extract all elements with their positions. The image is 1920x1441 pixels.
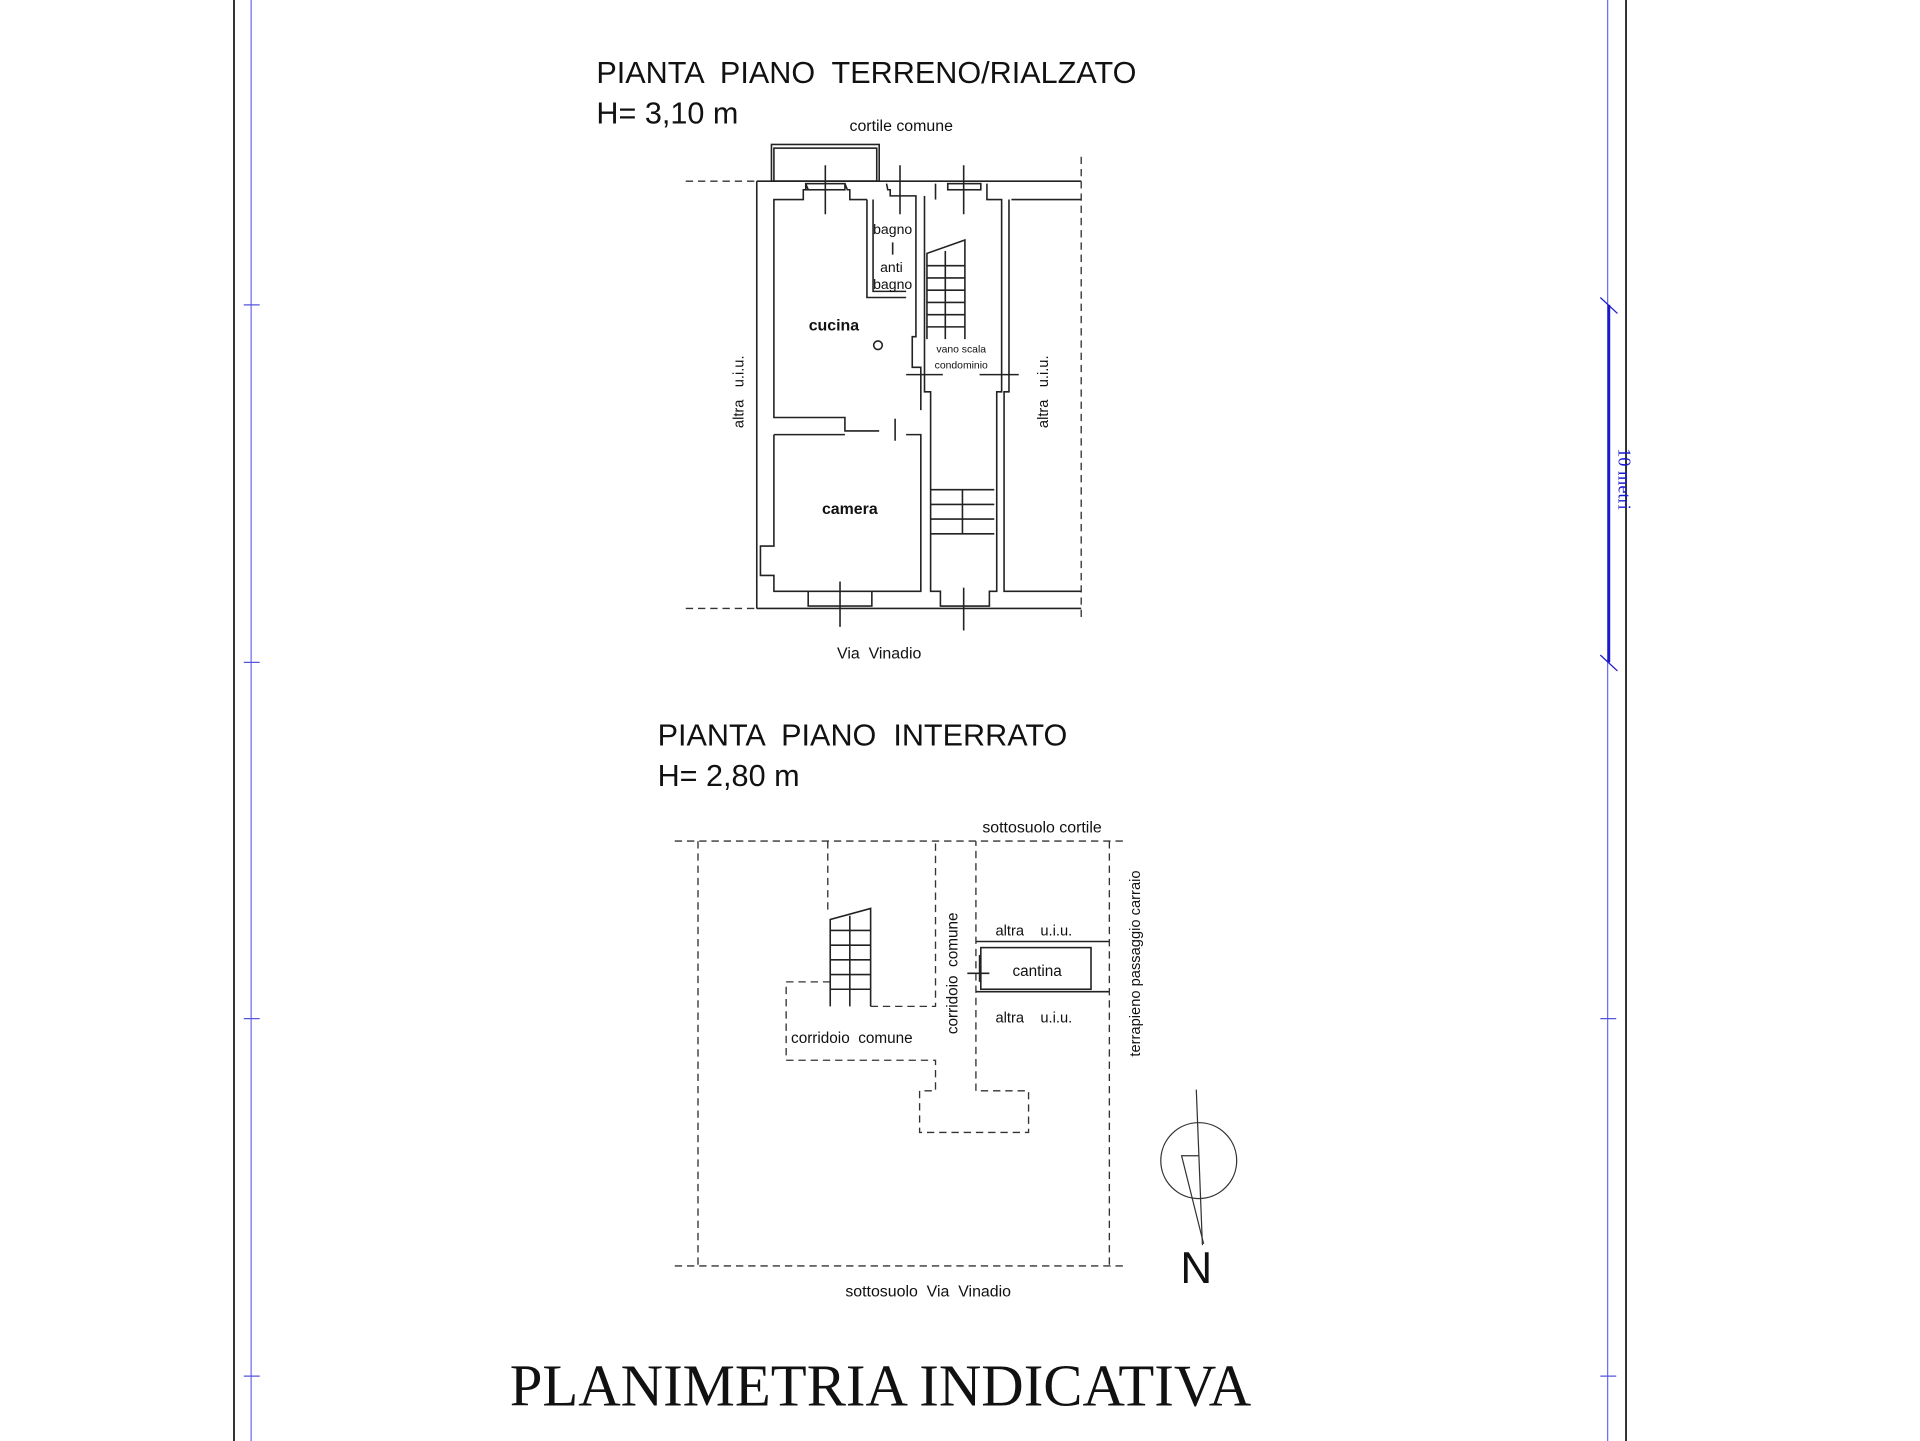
basement-plan: PIANTA PIANO INTERRATO H= 2,80 m sottosu… xyxy=(658,719,1144,1301)
ground-floor-stairs xyxy=(926,238,995,535)
label-street: Via Vinadio xyxy=(837,646,921,663)
label-corridor-vertical: corridoio comune xyxy=(945,913,962,1035)
ground-floor-height: H= 3,10 m xyxy=(596,97,738,131)
label-courtyard-under: sottosuolo cortile xyxy=(982,820,1102,837)
scale-bar: 10 metri xyxy=(1599,297,1635,672)
label-stairwell-1: vano scala xyxy=(936,345,986,356)
ground-floor-labels: bagno anti bagno cucina camera vano scal… xyxy=(731,221,1052,663)
label-kitchen: cucina xyxy=(809,318,860,335)
label-bedroom: camera xyxy=(822,501,878,518)
main-title: PLANIMETRIA INDICATIVA xyxy=(510,1353,1251,1418)
sheet-frame xyxy=(233,0,1627,1441)
label-other-unit-bottom: altra u.i.u. xyxy=(996,1010,1073,1026)
north-label: N xyxy=(1180,1244,1212,1293)
basement-height: H= 2,80 m xyxy=(658,759,800,793)
label-embankment: terrapieno passaggio carraio xyxy=(1128,870,1144,1056)
label-other-unit-left: altra u.i.u. xyxy=(731,355,747,428)
label-antibath-1: anti xyxy=(880,259,903,275)
basement-title: PIANTA PIANO INTERRATO xyxy=(658,719,1068,753)
north-arrow-icon: N xyxy=(1160,1089,1238,1293)
label-stairwell-2: condominio xyxy=(935,361,988,372)
label-cellar: cantina xyxy=(1012,963,1062,980)
ground-floor-title: PIANTA PIANO TERRENO/RIALZATO xyxy=(596,56,1136,90)
label-antibath-2: bagno xyxy=(873,276,912,292)
label-corridor-horizontal: corridoio comune xyxy=(791,1030,913,1047)
label-courtyard: cortile comune xyxy=(850,118,954,135)
basement-labels: altra u.i.u. cantina altra u.i.u. corrid… xyxy=(791,870,1144,1300)
label-street-under: sottosuolo Via Vinadio xyxy=(845,1284,1011,1301)
basement-stairs xyxy=(829,907,872,1007)
basement-walls xyxy=(674,840,1123,1267)
ground-floor-walls xyxy=(685,143,1082,631)
label-bathroom: bagno xyxy=(873,221,912,237)
label-other-unit-top: altra u.i.u. xyxy=(996,923,1073,939)
label-other-unit-right: altra u.i.u. xyxy=(1036,355,1052,428)
scale-bar-label: 10 metri xyxy=(1615,448,1635,510)
ground-floor-plan: PIANTA PIANO TERRENO/RIALZATO H= 3,10 m … xyxy=(596,56,1136,662)
